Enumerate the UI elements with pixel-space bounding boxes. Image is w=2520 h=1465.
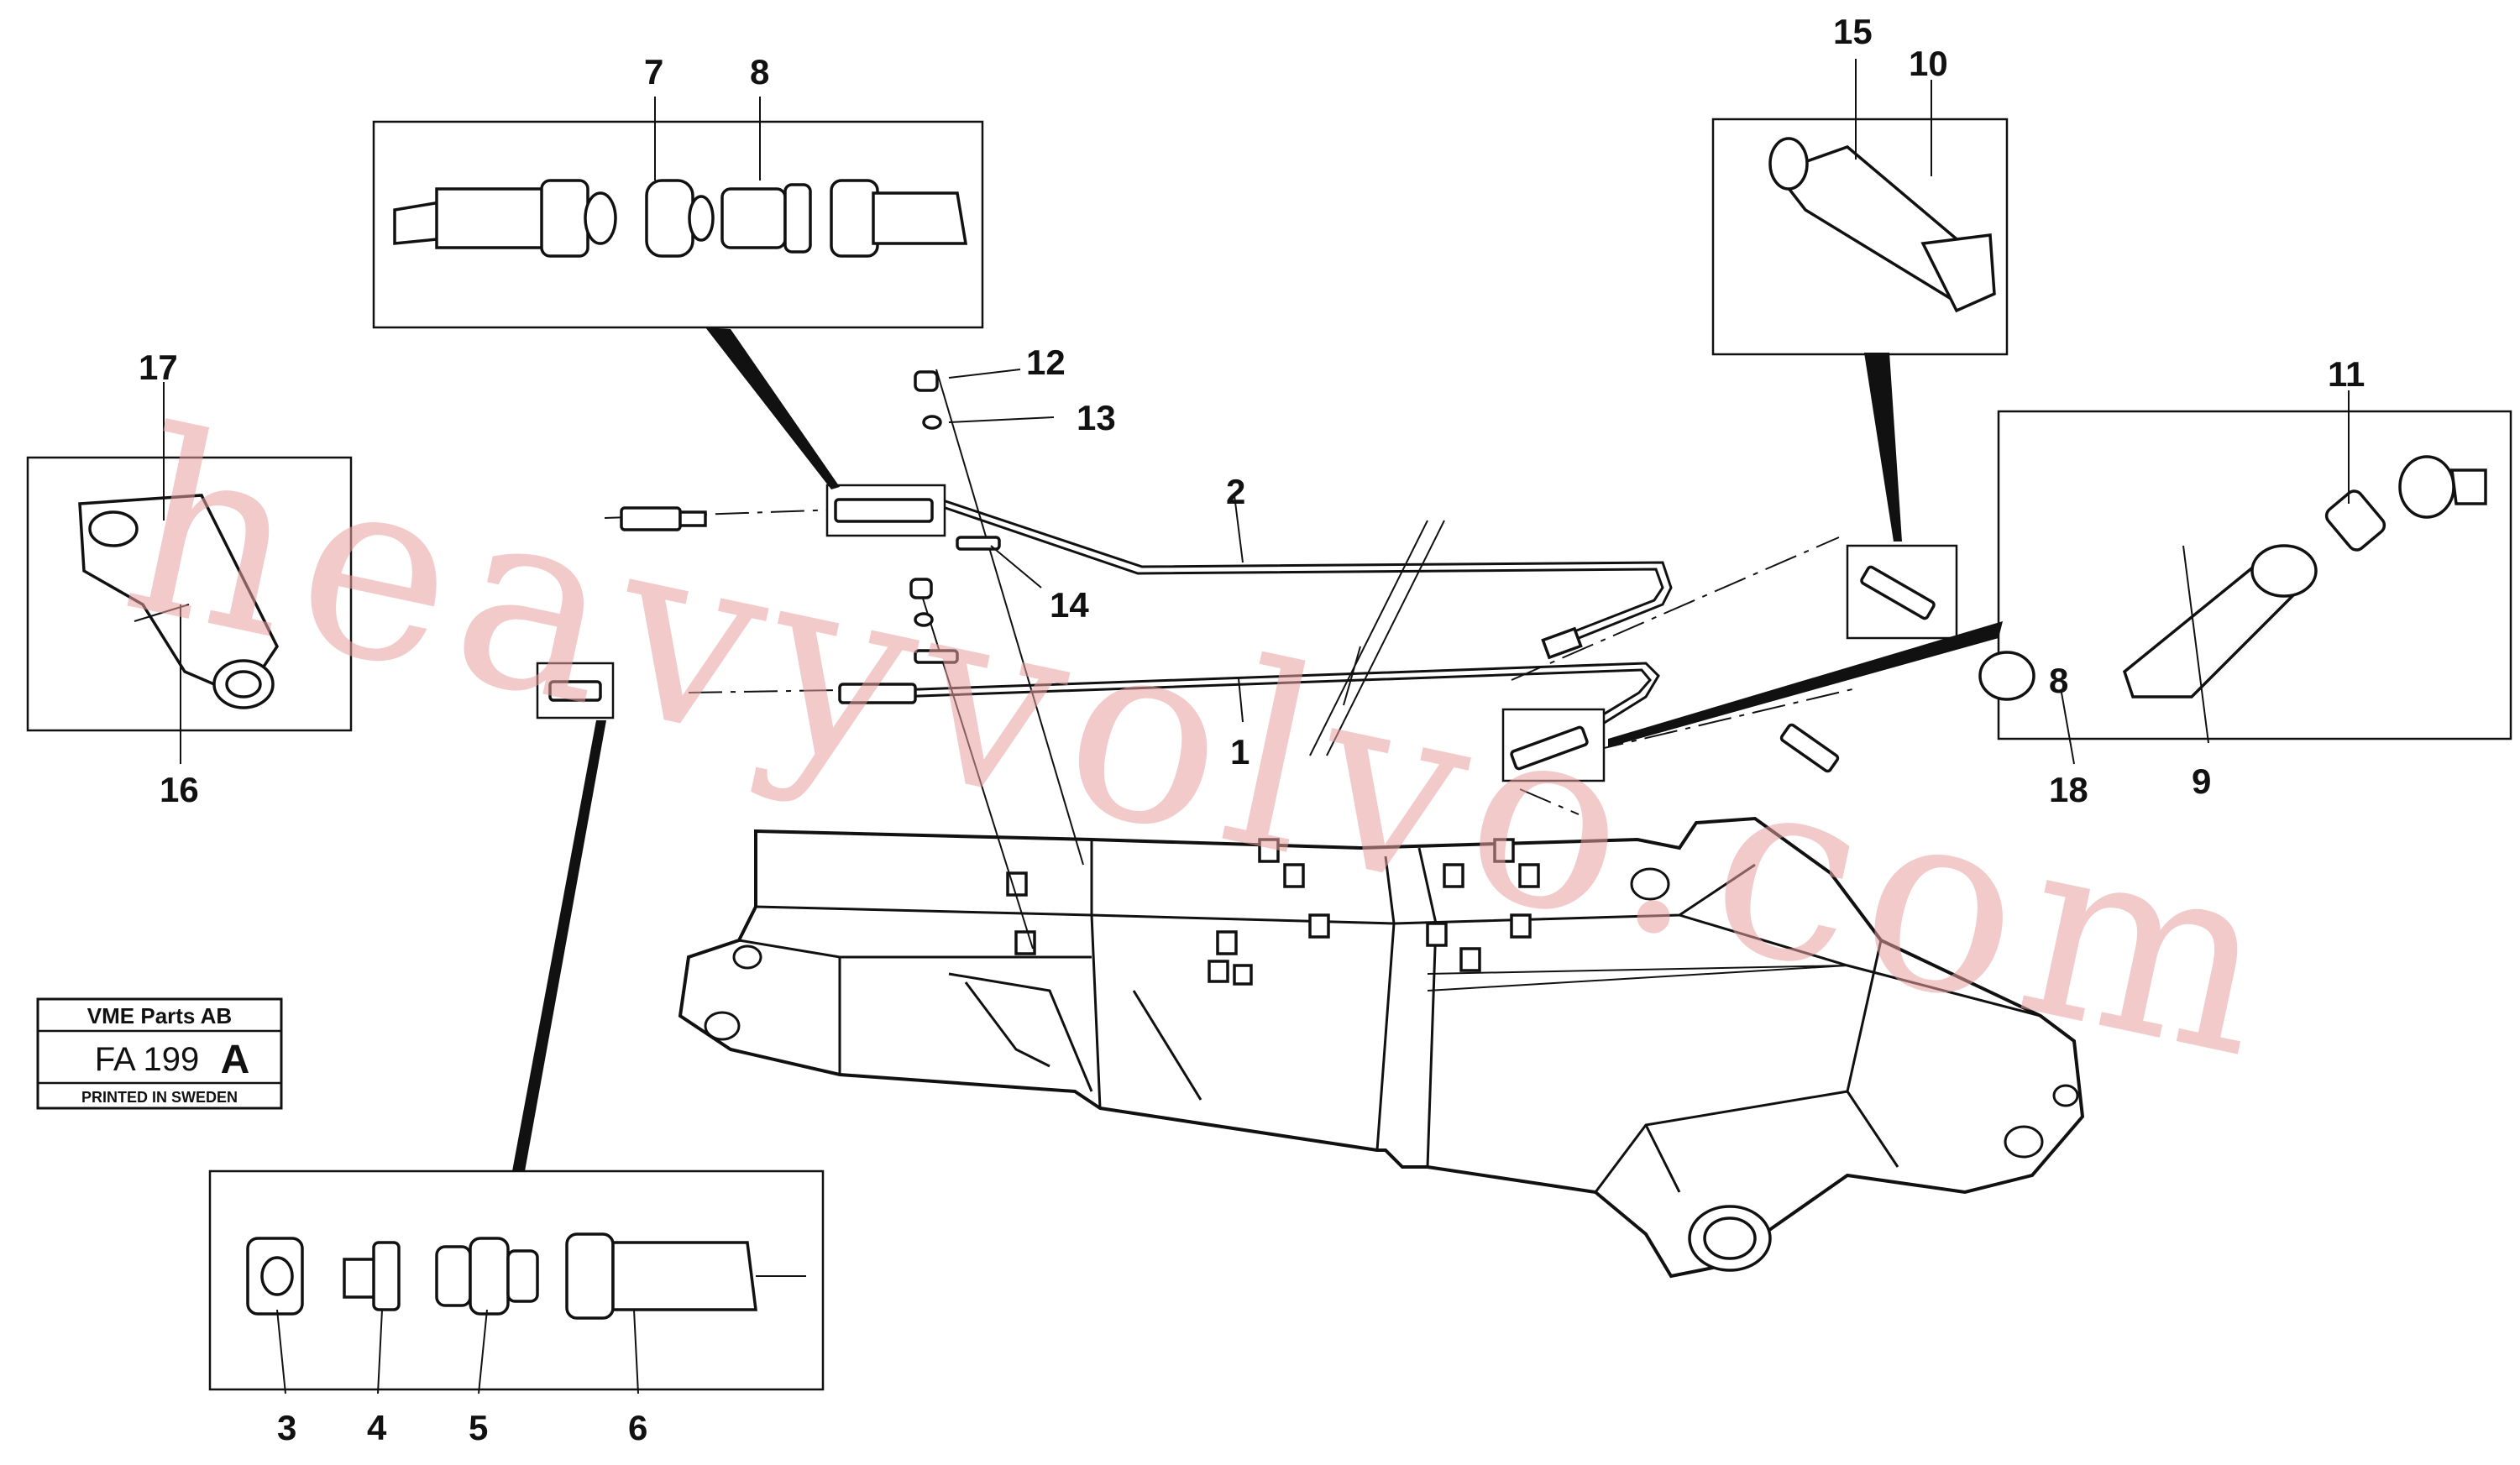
leader-lines xyxy=(163,59,2350,1394)
part-label-14: 14 xyxy=(1050,585,1089,625)
part-label-13: 13 xyxy=(1077,398,1116,437)
part-label-17: 17 xyxy=(139,348,178,387)
callout-pointers xyxy=(512,327,2003,1171)
callout-boxes xyxy=(536,484,1958,782)
part-label-7: 7 xyxy=(644,52,663,92)
part-label-9: 9 xyxy=(2192,761,2211,801)
part-label-18: 18 xyxy=(2049,770,2088,809)
loose-parts xyxy=(620,370,1840,773)
part-label-8-top: 8 xyxy=(750,52,769,92)
detail-box-fittings-bottom xyxy=(208,1169,825,1391)
part-label-15: 15 xyxy=(1833,12,1873,51)
detail-box-pin xyxy=(1711,118,2009,356)
part-label-16: 16 xyxy=(160,770,199,809)
part-label-8-right: 8 xyxy=(2049,661,2068,700)
part-label-6: 6 xyxy=(628,1408,647,1447)
part-label-1: 1 xyxy=(1230,732,1250,772)
stamp-box: VME Parts AB FA 199 A PRINTED IN SWEDEN xyxy=(36,997,283,1110)
detail-box-fittings-top xyxy=(372,120,984,329)
part-label-3: 3 xyxy=(277,1408,296,1447)
part-label-12: 12 xyxy=(1026,343,1066,382)
part-labels: 7 8 15 10 11 9 8 18 17 16 12 13 14 2 1 3… xyxy=(139,12,2365,1447)
part-label-2: 2 xyxy=(1226,472,1245,511)
part-label-4: 4 xyxy=(367,1408,387,1447)
part-label-11: 11 xyxy=(2328,354,2365,394)
stamp-printed: PRINTED IN SWEDEN xyxy=(81,1089,238,1106)
part-label-10: 10 xyxy=(1909,44,1948,83)
boom-arm xyxy=(678,816,2085,1279)
detail-box-valve xyxy=(1978,410,2512,740)
part-label-5: 5 xyxy=(469,1408,488,1447)
stamp-code: FA 199 xyxy=(95,1041,200,1078)
detail-box-bracket xyxy=(26,456,353,732)
stamp-company: VME Parts AB xyxy=(87,1003,232,1028)
stamp-revision: A xyxy=(221,1038,250,1082)
